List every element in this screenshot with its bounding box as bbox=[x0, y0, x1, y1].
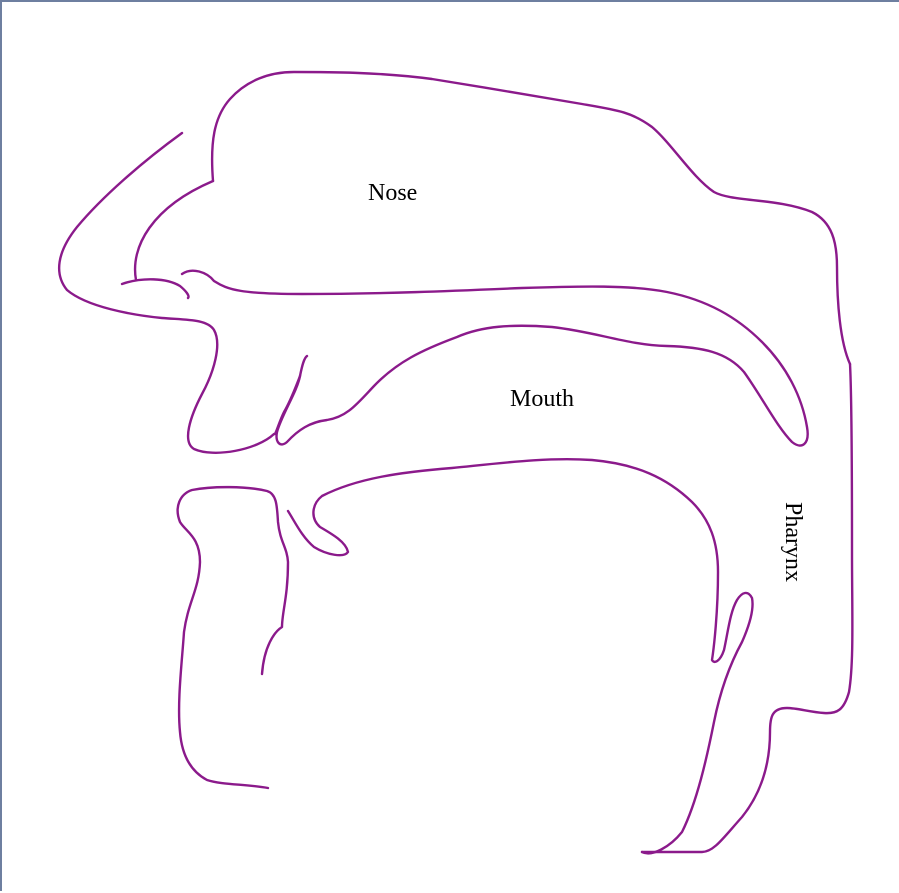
nose-label: Nose bbox=[368, 180, 417, 206]
upper-lip-outline bbox=[273, 374, 302, 436]
nasal-passage-outline bbox=[133, 179, 215, 282]
mouth-label: Mouth bbox=[510, 386, 574, 412]
nose-bridge-outline bbox=[58, 131, 276, 454]
nostril-outline bbox=[120, 278, 190, 300]
pharynx-label: Pharynx bbox=[780, 502, 806, 582]
tongue-outline bbox=[286, 458, 754, 855]
chin-outline bbox=[176, 485, 290, 790]
pharynx-wall-outline bbox=[640, 362, 854, 854]
palate-outline bbox=[180, 269, 809, 447]
nasal-cavity-top-outline bbox=[210, 70, 852, 366]
